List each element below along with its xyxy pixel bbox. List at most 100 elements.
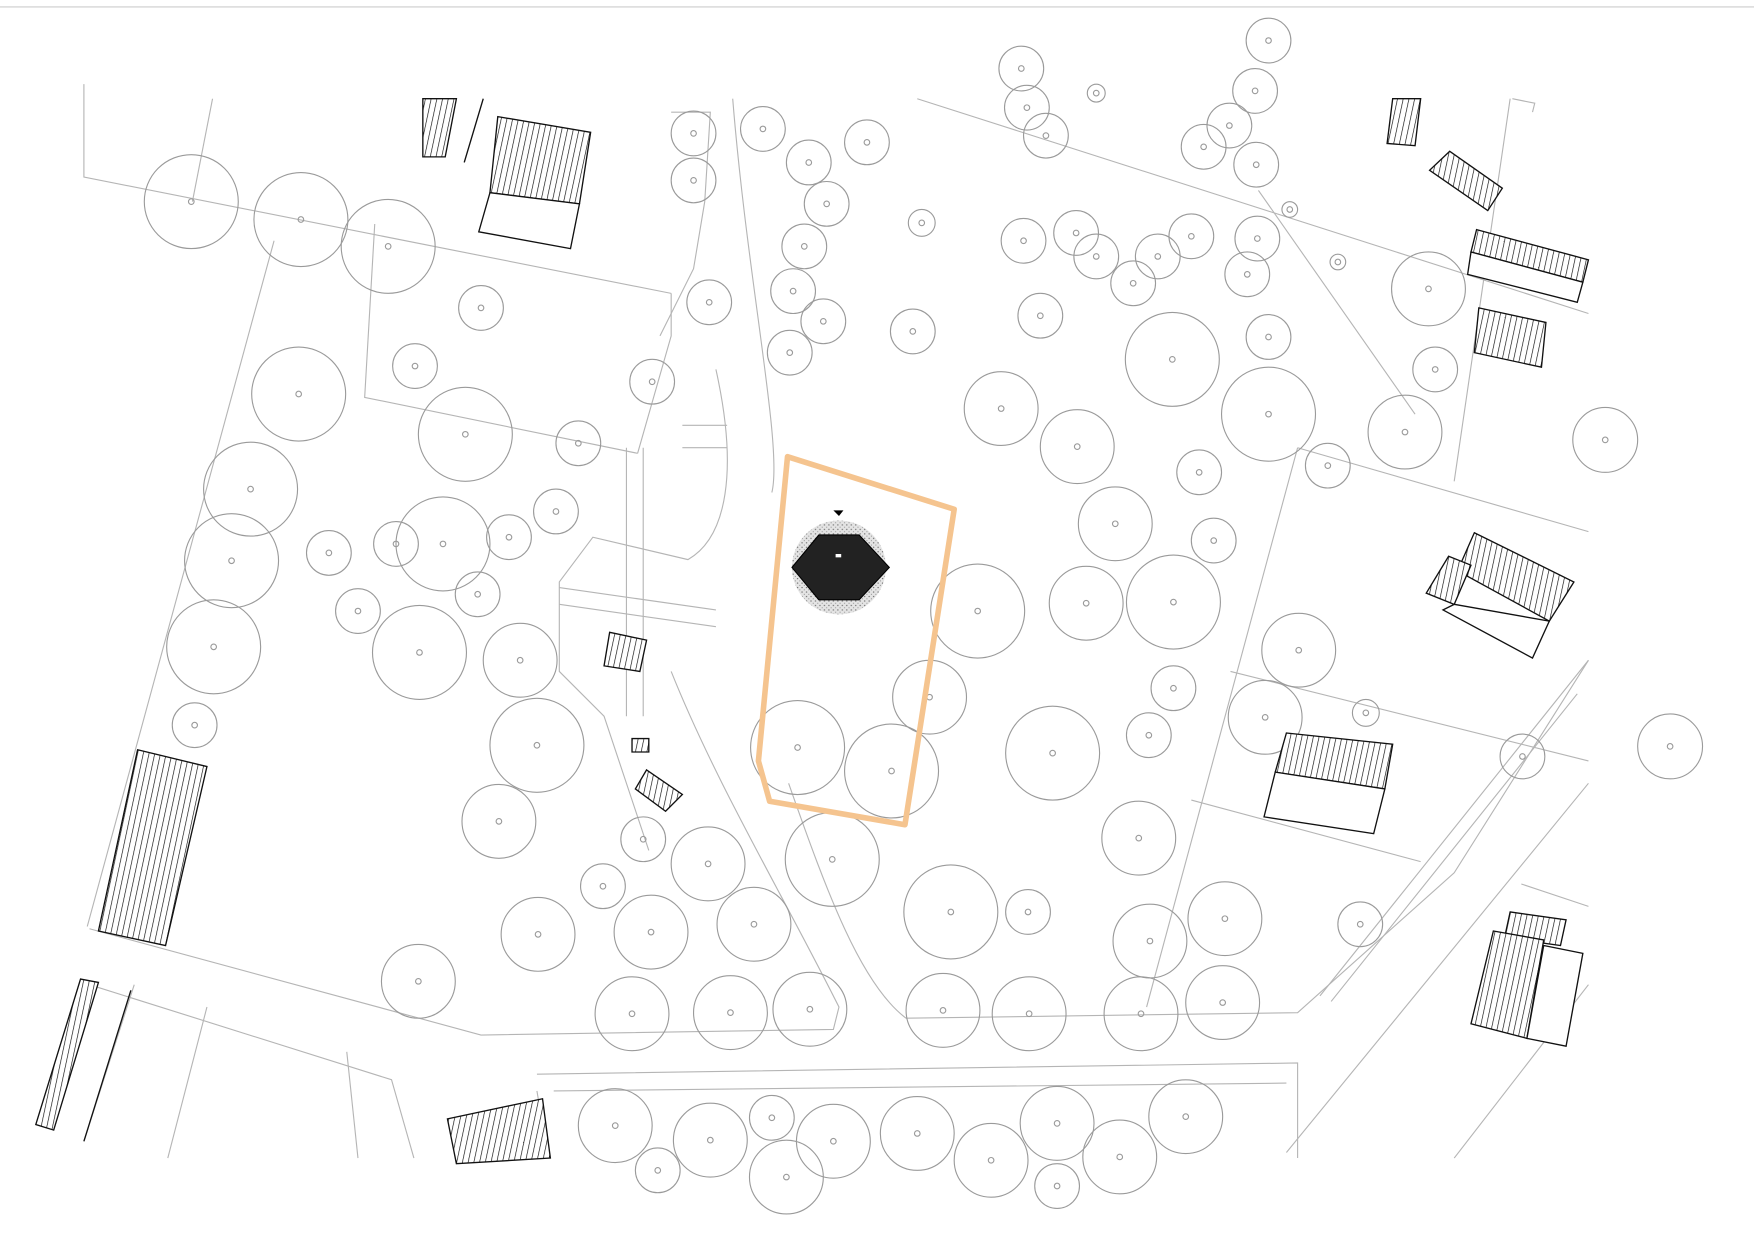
tree-canopy — [1190, 517, 1237, 564]
tree-canopy — [1234, 215, 1281, 262]
tree-canopy — [1176, 449, 1223, 496]
tree — [905, 972, 981, 1048]
tree — [1412, 346, 1459, 393]
tree-trunk — [534, 930, 542, 938]
tree-trunk — [727, 1009, 734, 1016]
tree-canopy — [380, 943, 456, 1019]
tree-canopy — [670, 110, 717, 157]
tree-trunk — [415, 977, 422, 985]
tree-canopy — [1019, 1085, 1095, 1161]
tree-trunk — [1221, 915, 1229, 923]
tree-canopy — [371, 604, 468, 700]
tree-canopy — [1134, 233, 1181, 280]
tree — [458, 284, 504, 331]
tree-canopy — [594, 976, 670, 1052]
tree — [1351, 698, 1380, 727]
tree — [1077, 486, 1153, 562]
building — [1263, 771, 1386, 835]
tree-trunk — [654, 1167, 662, 1174]
tree — [670, 157, 717, 204]
tree — [686, 279, 733, 326]
tree-canopy — [991, 976, 1067, 1052]
tree-trunk — [759, 125, 767, 133]
tree — [963, 371, 1039, 447]
site-line — [89, 984, 415, 1159]
tree — [692, 975, 768, 1051]
site-line — [1521, 883, 1589, 907]
site-line — [1146, 447, 1299, 1008]
north-arrow-icon — [833, 510, 844, 516]
tree-trunk — [1200, 143, 1207, 151]
tree — [1224, 251, 1271, 298]
tree-canopy — [1077, 486, 1153, 562]
tree-canopy — [889, 308, 936, 355]
tree-trunk — [648, 378, 656, 386]
tree-trunk — [823, 200, 831, 208]
tree-trunk — [1334, 258, 1342, 266]
tree-trunk — [805, 159, 813, 166]
tree — [1176, 449, 1223, 496]
building — [34, 978, 100, 1131]
tree — [1637, 713, 1704, 780]
site-line — [659, 111, 711, 337]
tree — [203, 441, 299, 537]
tree-canopy — [373, 521, 419, 567]
tree-canopy — [803, 180, 850, 227]
site-line — [1257, 190, 1416, 415]
tree — [371, 604, 468, 700]
tree-trunk — [1286, 206, 1294, 213]
tree-canopy — [772, 971, 848, 1047]
tree — [1005, 889, 1051, 935]
tree-canopy — [580, 863, 626, 910]
tree-canopy — [1224, 251, 1271, 298]
tree-canopy — [1103, 976, 1179, 1052]
tree-canopy — [1185, 965, 1261, 1041]
tree-canopy — [1245, 17, 1292, 64]
tree-trunk — [474, 590, 482, 598]
site-line — [917, 98, 1589, 315]
tree-canopy — [844, 723, 940, 819]
building — [634, 768, 684, 813]
tree — [1233, 141, 1280, 188]
tree — [953, 1122, 1029, 1198]
tree-canopy — [795, 1103, 871, 1179]
pavilion — [791, 510, 891, 615]
tree-canopy — [1245, 314, 1292, 360]
building — [422, 98, 458, 158]
site-line — [1453, 98, 1511, 482]
tree — [1005, 705, 1101, 801]
tree — [844, 723, 940, 819]
tree-canopy — [482, 622, 558, 698]
tree-canopy — [555, 420, 602, 467]
tree — [1017, 292, 1064, 339]
tree-canopy — [750, 699, 846, 796]
tree — [620, 816, 667, 863]
tree — [1329, 253, 1347, 271]
tree — [879, 1095, 955, 1171]
site-line — [558, 369, 728, 851]
tree-canopy — [458, 284, 504, 331]
tree — [1148, 1079, 1224, 1155]
tree — [1048, 565, 1124, 641]
tree-canopy — [739, 105, 786, 152]
tree-trunk — [690, 130, 697, 137]
tree-canopy — [1086, 83, 1106, 103]
tree-canopy — [670, 826, 746, 902]
tree — [795, 1103, 871, 1179]
tree — [392, 343, 438, 390]
tree — [171, 702, 218, 749]
tree-trunk — [939, 1007, 947, 1014]
tree — [1000, 217, 1047, 264]
linework — [83, 84, 1589, 1159]
tree-trunk — [1219, 999, 1227, 1006]
tree-trunk — [647, 928, 655, 936]
tree-trunk — [830, 1137, 837, 1145]
tree-trunk — [1023, 104, 1031, 112]
tree-trunk — [384, 243, 392, 250]
building — [1441, 603, 1551, 659]
site-line — [559, 603, 716, 628]
building — [1466, 251, 1584, 304]
tree-trunk — [1295, 646, 1303, 654]
tree-canopy — [305, 529, 352, 576]
tree-canopy — [417, 386, 513, 482]
